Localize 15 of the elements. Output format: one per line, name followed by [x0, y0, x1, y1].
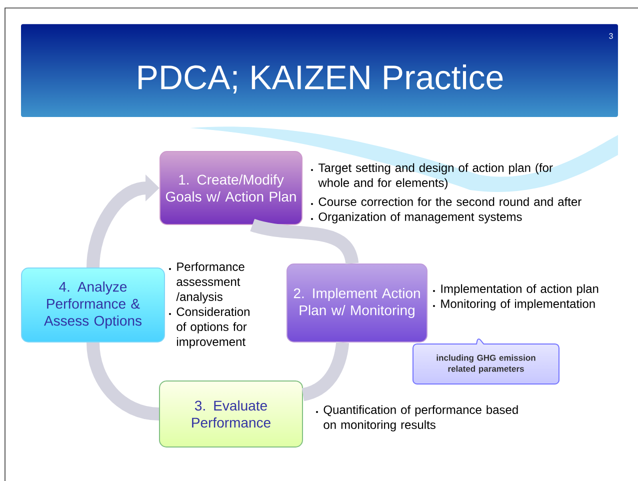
- bullet-text: Quantification of performance based on monitoring results: [324, 405, 518, 432]
- bullet-text: Performance assessment /analysis: [176, 262, 244, 304]
- process-box: 3. Evaluate Performance: [159, 380, 303, 448]
- bullet-text: Course correction for the second round and after: [318, 197, 582, 206]
- title: PDCA; KAIZEN Practice: [138, 64, 503, 94]
- bullet-text: Consideration of options for improvement: [176, 307, 250, 348]
- bullet-text: Organization of management systems: [318, 212, 522, 224]
- process-box: 2. Implement Action Plan w/ Monitoring: [286, 264, 428, 342]
- process-box: 1. Create/Modify Goals w/ Action Plan: [160, 151, 302, 225]
- bullet-text: Target setting and design of action plan (for whole and for elements): [318, 163, 553, 190]
- process-box: 4. Analyze Performance & Assess Options: [21, 268, 165, 342]
- bullet-text: Implementation of action plan: [441, 284, 598, 296]
- bullet-text: Monitoring of implementation: [441, 299, 595, 310]
- callout-box: including GHG emission related parameters: [412, 338, 560, 384]
- page-number: 3: [609, 33, 613, 39]
